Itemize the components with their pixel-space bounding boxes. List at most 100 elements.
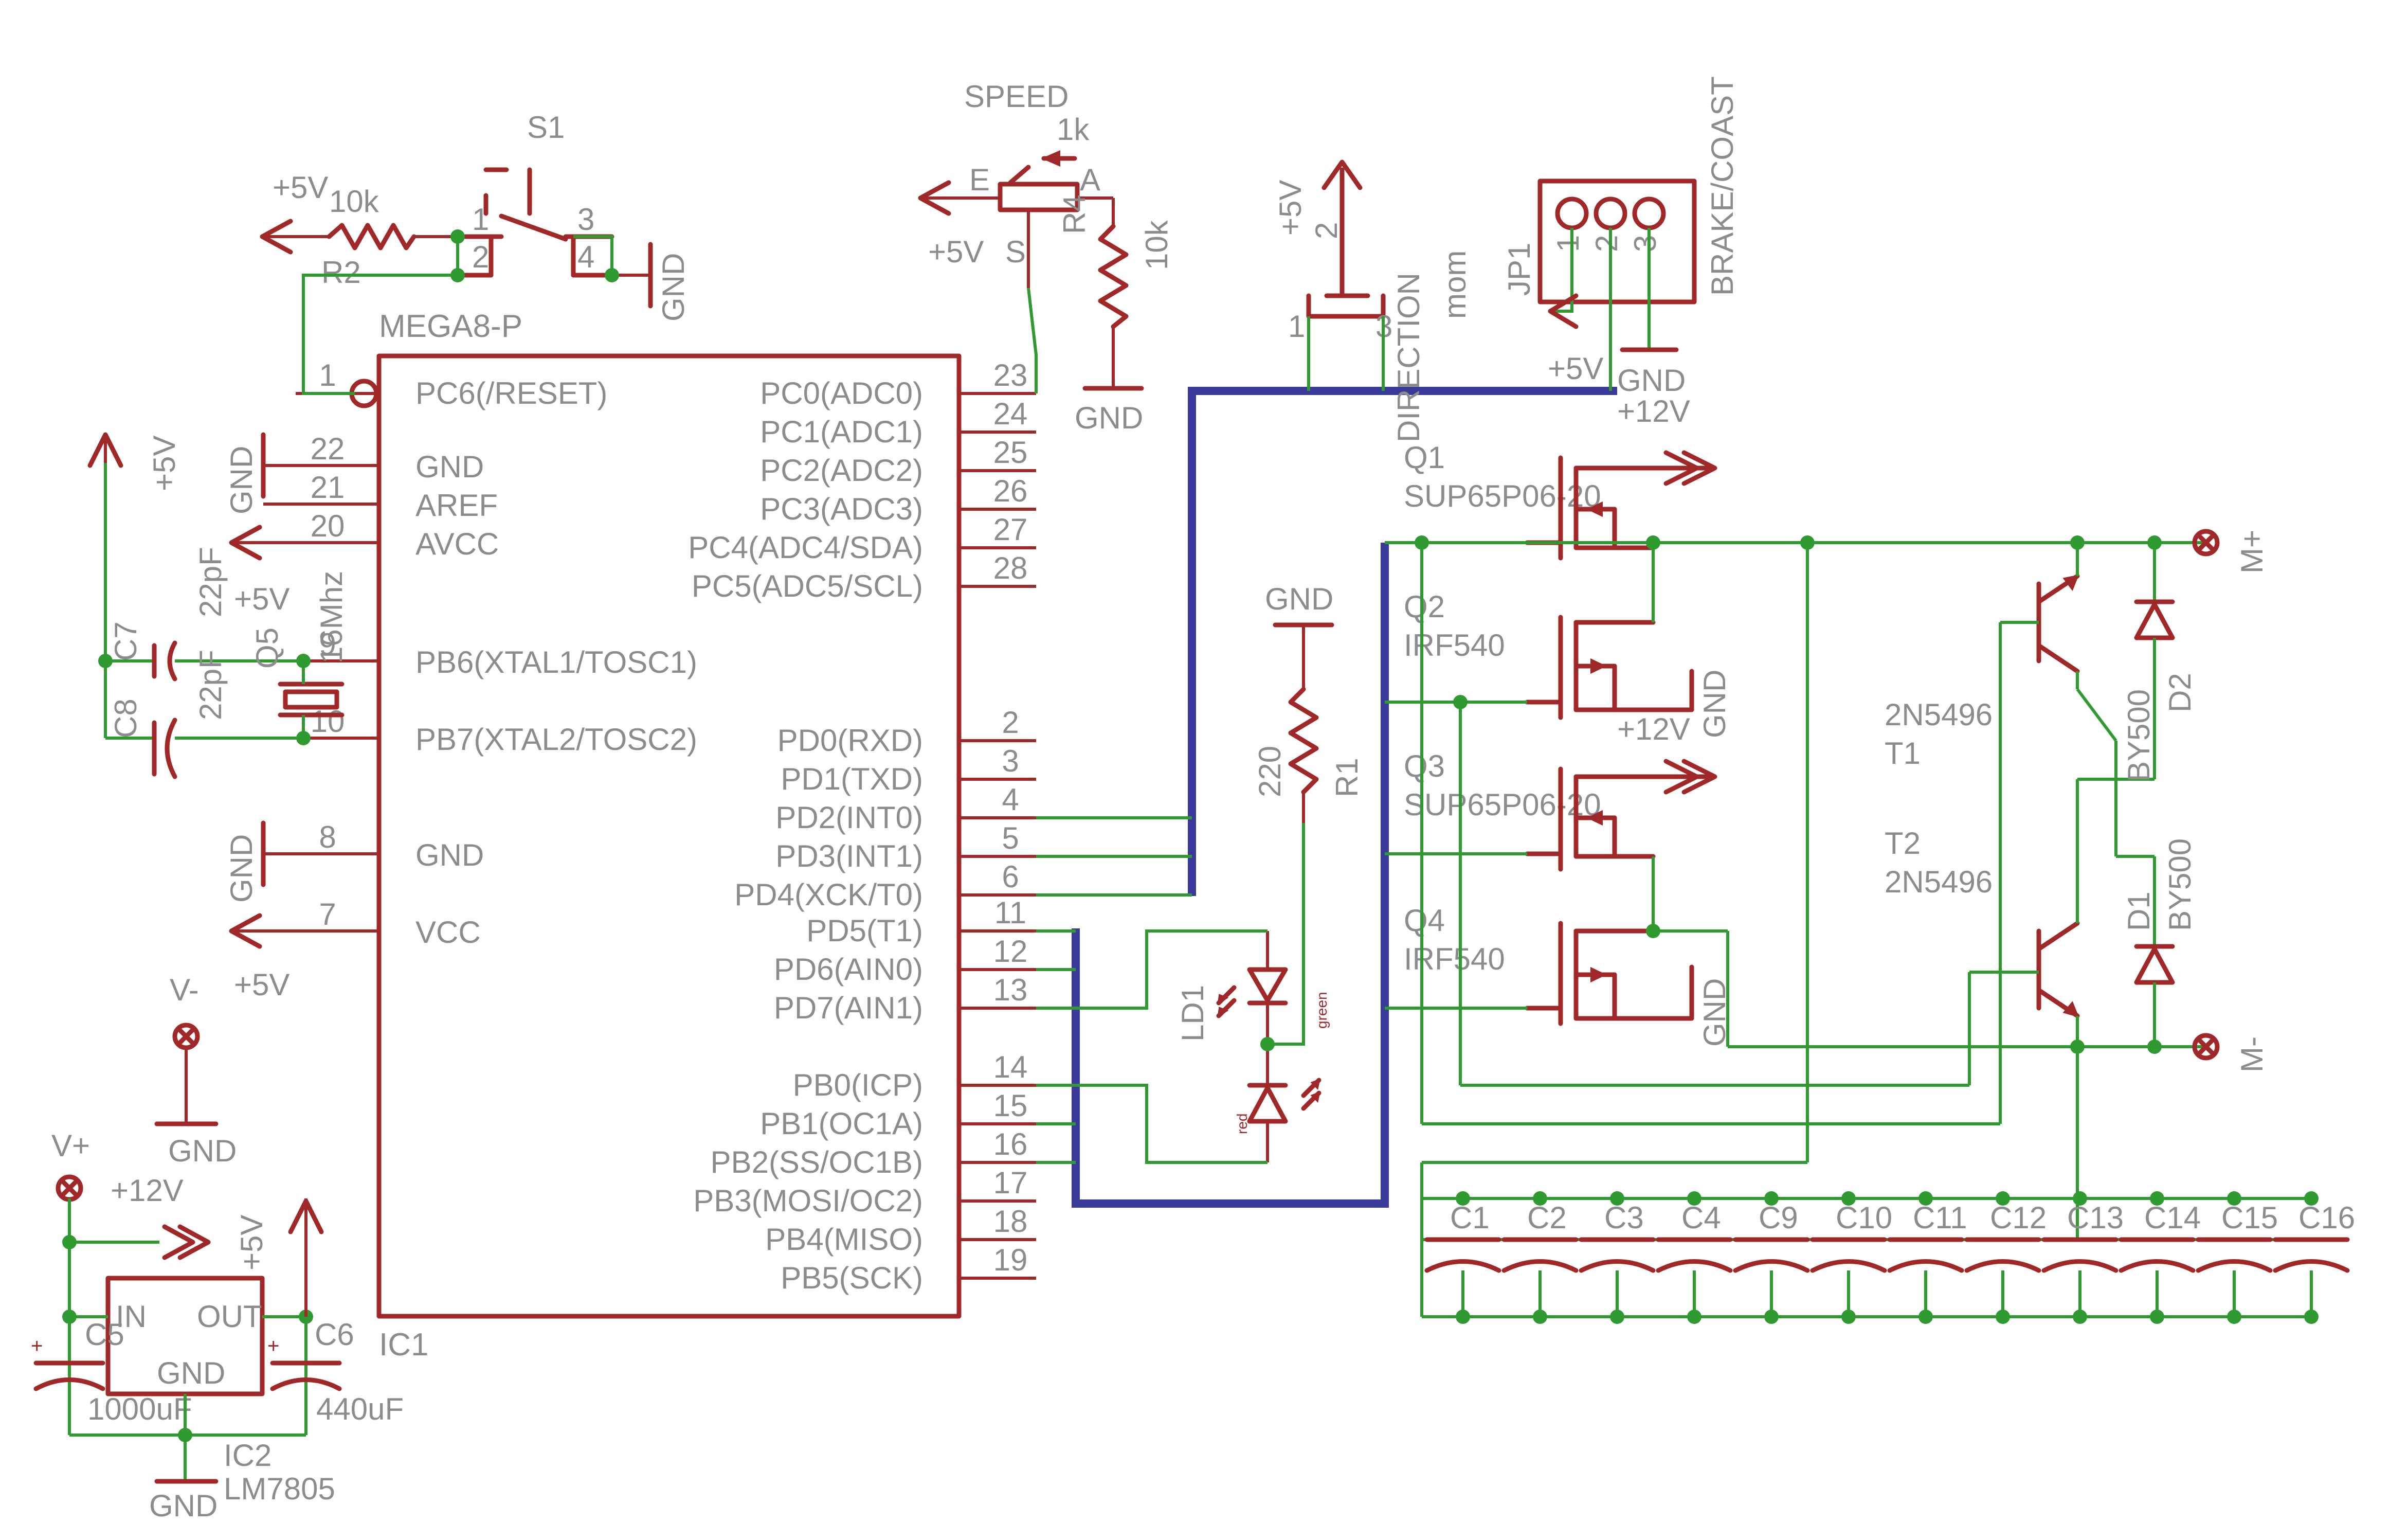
q3-ref: Q3 (1404, 749, 1445, 783)
t2-part: 2N5496 (1885, 865, 1993, 899)
cap-curve (2041, 1259, 2119, 1273)
c7-ref: C7 (108, 621, 143, 661)
ic1-pin-num-19: 19 (993, 1243, 1028, 1277)
vplus-label: V+ (51, 1128, 90, 1163)
r1-gnd: GND (1265, 582, 1333, 616)
jp1-pin-1: 1 (1551, 235, 1585, 252)
cap-label: C9 (1759, 1201, 1798, 1235)
cap-label: C12 (1990, 1201, 2047, 1235)
led-green-label: green (1314, 992, 1330, 1029)
cap-curve (1501, 1259, 1579, 1273)
ic1-pin-label-21: AREF (415, 488, 498, 523)
ic1-pin-label-28: PC5(ADC5/SCL) (692, 569, 923, 603)
ic1-pin-num-23: 23 (993, 358, 1028, 392)
ic1-pin-num-24: 24 (993, 397, 1028, 431)
q4-ref: Q4 (1404, 903, 1445, 938)
ic1-pin-label-16: PB2(SS/OC1B) (711, 1145, 923, 1179)
q1-ref: Q1 (1404, 440, 1445, 475)
speed-pin-a: A (1080, 163, 1100, 197)
ic1-pin-num-28: 28 (993, 551, 1028, 585)
jp1-gnd: GND (1617, 363, 1686, 398)
led-section: GND 220 R1 green LD1 red (1036, 582, 1364, 1164)
direction-pin-1: 1 (1288, 309, 1305, 344)
cap-label: C16 (2298, 1201, 2355, 1235)
cap-junction-top (1533, 1191, 1547, 1206)
ic1-pin-label-15: PB1(OC1A) (760, 1106, 923, 1141)
bridge-supply12b: +12V (1617, 712, 1690, 746)
direction-pin-2: 2 (1309, 222, 1344, 239)
cap-label: C3 (1604, 1201, 1644, 1235)
cap-junction (2150, 1310, 2164, 1324)
h-bridge: +12V Q1 SUP65P06-20 Q2 IRF540 GND +12V Q… (1385, 394, 2269, 1198)
ld1-ref: LD1 (1175, 985, 1210, 1042)
c5-ref: C5 (85, 1317, 124, 1352)
ic1-pin-label-25: PC2(ADC2) (760, 453, 923, 488)
cap-label: C2 (1527, 1201, 1567, 1235)
ic1-pin-num-21: 21 (311, 470, 345, 505)
s1-pin-2: 2 (472, 240, 489, 274)
ic1-pin-label-13: PD7(AIN1) (774, 991, 923, 1025)
ic1-pin-num-15: 15 (993, 1088, 1028, 1123)
cap-curve (1424, 1259, 1501, 1273)
ic1-pin-num-7: 7 (319, 897, 336, 931)
cap-junction-top (1456, 1191, 1470, 1206)
speed-gnd: GND (1075, 401, 1143, 435)
jp1-pin-3: 3 (1628, 235, 1662, 252)
ic1-right-pins: 23 PC0(ADC0) 24 PC1(ADC1) 25 PC2(ADC2) 2… (688, 358, 1036, 1295)
ic1-pin-label-27: PC4(ADC4/SDA) (688, 530, 923, 565)
t1-part: 2N5496 (1885, 697, 1993, 732)
ic1-pin-label-11: PD5(T1) (806, 913, 923, 948)
r4-ref: R4 (1057, 194, 1092, 234)
ic1-pin-num-4: 4 (1002, 782, 1019, 817)
ic1-pin-num-2: 2 (1002, 705, 1019, 740)
ic1-mega8: MEGA8-P IC1 1 PC6(/RESET) 22 GND 21 AREF… (231, 309, 1036, 1363)
ic1-pin-label-2: PD0(RXD) (777, 723, 923, 758)
c8-value: 22pF (193, 650, 228, 720)
s1-pin-4: 4 (577, 240, 594, 274)
avcc-supply-label: +5V (234, 582, 289, 616)
cap-junction-top (1610, 1191, 1624, 1206)
ic1-bus-nets (1036, 816, 1192, 1164)
c5-value: 1000uF (87, 1392, 192, 1426)
reg-supply5: +5V (234, 1215, 269, 1270)
c5-plus: + (31, 1335, 43, 1357)
regulator-section: V+ +12V IN OUT GND +5V + C5 1000uF + C6 (31, 1128, 404, 1523)
cap-curve (1733, 1259, 1810, 1273)
ic1-pin-num-18: 18 (993, 1204, 1028, 1239)
t2-ref: T2 (1885, 826, 1921, 861)
speed-value: 1k (1057, 112, 1090, 147)
direction-switch: +5V 1 2 3 DIRECTION mom (1273, 159, 1472, 442)
crystal-value: 16Mhz (314, 571, 349, 664)
ic1-pin-label-7: VCC (415, 915, 481, 949)
q5-ref: Q5 (250, 628, 284, 669)
cap-junction (1456, 1310, 1470, 1324)
r4-value: 10k (1139, 220, 1174, 270)
reg-supply12: +12V (111, 1173, 184, 1208)
c6-ref: C6 (315, 1317, 354, 1352)
q1-part: SUP65P06-20 (1404, 479, 1601, 513)
ic1-pin-num-26: 26 (993, 474, 1028, 508)
s1-pin-1: 1 (472, 202, 489, 237)
cap-curve (1887, 1259, 1964, 1273)
cap-junction (1996, 1310, 2010, 1324)
cap-junction-top (1687, 1191, 1701, 1206)
cap-curve (2196, 1259, 2273, 1273)
ic1-pin-num-25: 25 (993, 435, 1028, 470)
ic1-pin-label-8: GND (415, 838, 484, 872)
s1-ref: S1 (527, 110, 565, 145)
ic1-pin-num-22: 22 (311, 432, 345, 466)
cap-junction-top (1764, 1191, 1779, 1206)
t1-ref: T1 (1885, 736, 1921, 771)
ic1-pin-num-27: 27 (993, 512, 1028, 547)
q4-part: IRF540 (1404, 942, 1505, 976)
ic1-pin-label-24: PC1(ADC1) (760, 415, 923, 449)
reset-supply-label: +5V (273, 170, 328, 205)
direction-supply: +5V (1273, 180, 1308, 236)
cap-curve (1810, 1259, 1887, 1273)
d2-ref: D2 (2163, 673, 2197, 712)
q3-part: SUP65P06-20 (1404, 787, 1601, 822)
r2-value: 10k (329, 184, 379, 219)
cap-junction (1918, 1310, 1933, 1324)
